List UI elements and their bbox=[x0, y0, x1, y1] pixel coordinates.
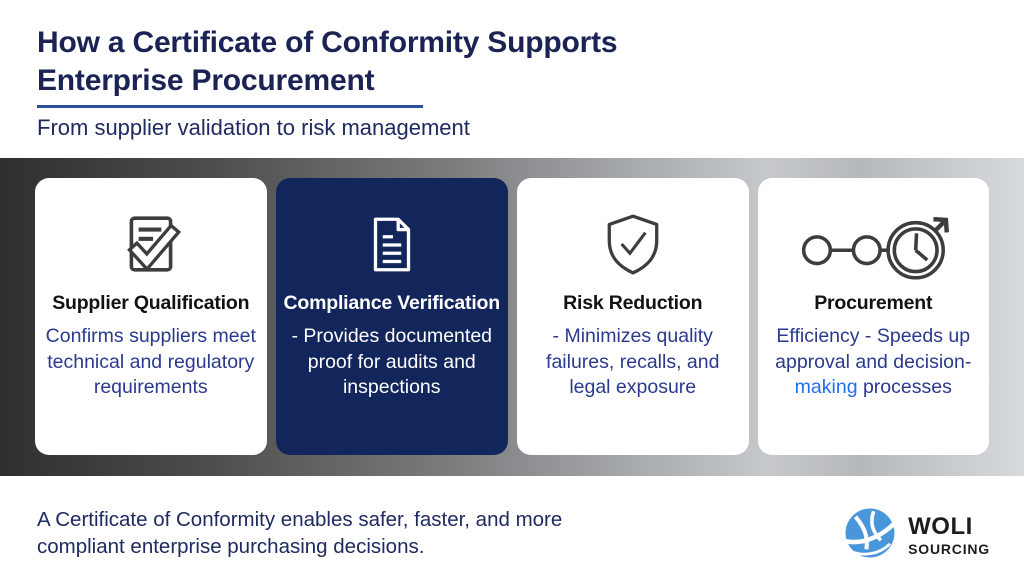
card-risk-reduction: Risk Reduction - Minimizes quality failu… bbox=[516, 178, 749, 455]
page-title: How a Certificate of Conformity Supports… bbox=[37, 26, 618, 97]
logo-name: WOLI bbox=[908, 513, 973, 540]
page-subtitle: From supplier validation to risk managem… bbox=[37, 115, 470, 140]
header: How a Certificate of Conformity Supports… bbox=[37, 24, 727, 141]
card-title: Risk Reduction bbox=[563, 292, 703, 314]
globe-swoosh-icon bbox=[841, 504, 900, 567]
card-compliance-verification: Compliance Verification - Provides docum… bbox=[275, 178, 508, 455]
card-body: Confirms suppliers meet technical and re… bbox=[45, 325, 256, 398]
title-underline bbox=[37, 105, 423, 108]
card-title: Supplier Qualification bbox=[52, 292, 250, 314]
card-title: Compliance Verification bbox=[283, 292, 501, 314]
logo-text: WOLI SOURCING bbox=[908, 513, 990, 557]
card-body: - Minimizes quality failures, recalls, a… bbox=[546, 325, 720, 398]
checklist-check-icon bbox=[43, 202, 259, 286]
woli-sourcing-logo: WOLI SOURCING bbox=[841, 504, 990, 567]
card-body-prefix: Efficiency - Speeds up approval and deci… bbox=[775, 325, 972, 373]
card-body-suffix: processes bbox=[857, 376, 952, 398]
card-title: Procurement bbox=[814, 292, 933, 314]
logo-tagline: SOURCING bbox=[908, 541, 990, 557]
cards-band: Supplier Qualification Confirms supplier… bbox=[0, 158, 1024, 476]
shield-check-icon bbox=[525, 202, 741, 286]
card-body: Efficiency - Speeds up approval and deci… bbox=[766, 324, 982, 401]
card-body: - Provides documented proof for audits a… bbox=[291, 325, 493, 398]
card-procurement-efficiency: Procurement Efficiency - Speeds up appro… bbox=[757, 178, 990, 455]
card-body-highlight: making bbox=[794, 376, 858, 398]
card-supplier-qualification: Supplier Qualification Confirms supplier… bbox=[35, 178, 267, 455]
summary-text: A Certificate of Conformity enables safe… bbox=[37, 508, 563, 558]
timeline-clock-icon bbox=[766, 202, 982, 286]
document-lines-icon bbox=[284, 202, 500, 286]
